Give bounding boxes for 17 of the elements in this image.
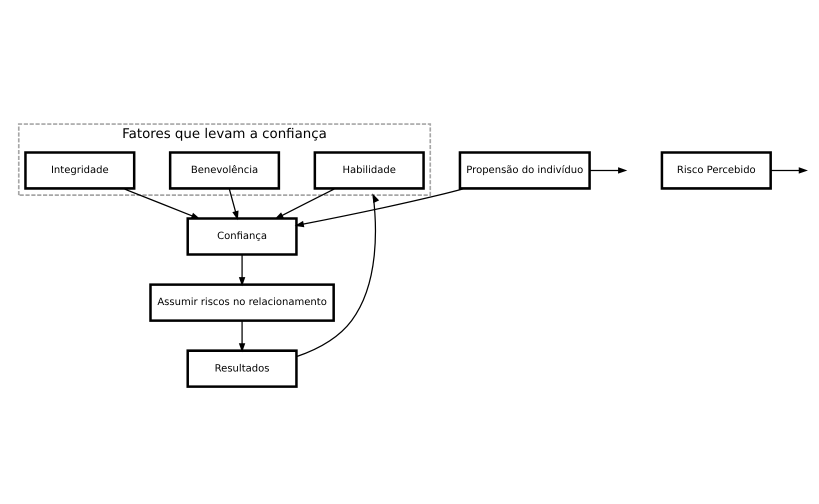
arrow [590, 167, 628, 174]
arrow [122, 188, 200, 220]
arrow [296, 193, 380, 358]
node-box: Resultados [186, 349, 298, 388]
node-box: Habilidade [314, 151, 425, 190]
arrow [770, 167, 808, 174]
arrow [294, 188, 465, 228]
node-box: Propensão do indivíduo [458, 151, 591, 190]
arrow [274, 188, 336, 220]
node-box: Assumir riscos no relacionamento [149, 283, 335, 322]
node-box: Integridade [24, 151, 136, 190]
node-box: Benevolência [168, 151, 280, 190]
node-box: Confiança [186, 217, 298, 256]
node-box: Risco Percebido [660, 151, 772, 190]
arrow [228, 188, 239, 220]
arrow [238, 254, 246, 286]
arrow [238, 320, 246, 352]
